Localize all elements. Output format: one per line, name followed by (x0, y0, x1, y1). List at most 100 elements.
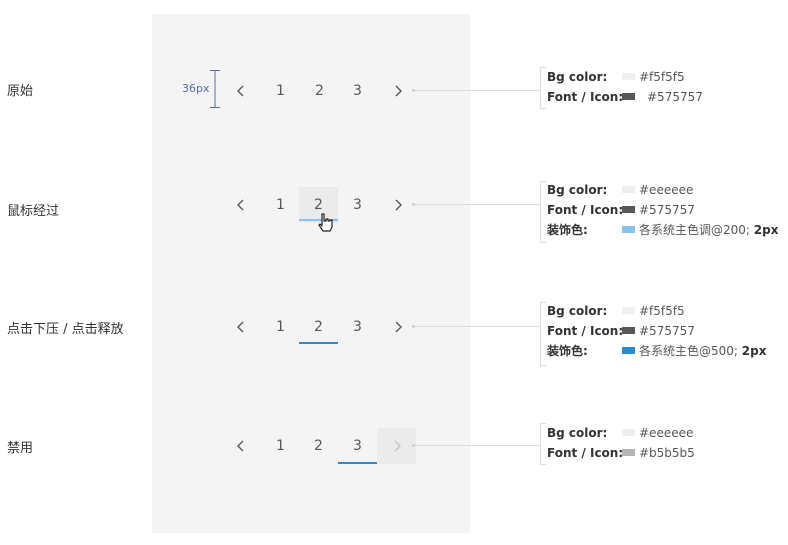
prev-page-button[interactable] (221, 73, 260, 109)
callout-dot (412, 203, 415, 206)
spec-row: Font / Icon: #575757 (547, 200, 778, 220)
color-swatch (622, 226, 635, 233)
spec-key: Font / Icon: (547, 90, 624, 104)
page-button-2[interactable]: 2 (314, 438, 323, 454)
color-swatch (622, 449, 635, 456)
spec-row: Font / Icon: #575757 (547, 321, 766, 341)
color-swatch (622, 73, 635, 80)
chevron-right-icon (394, 440, 401, 452)
spec-default: Bg color:#f5f5f5 Font / Icon: #575757 (547, 67, 703, 107)
spec-value: #575757 (639, 324, 695, 338)
spec-row: Bg color: #f5f5f5 (547, 301, 766, 321)
height-measure-label: 36px (182, 82, 210, 95)
chevron-right-icon (395, 85, 402, 97)
spec-bold-value: 2px (741, 344, 767, 358)
color-swatch (622, 307, 635, 314)
spec-value: #f5f5f5 (639, 70, 685, 84)
color-swatch (622, 327, 635, 334)
page-button-1[interactable]: 1 (276, 438, 285, 454)
callout-dot (412, 89, 415, 92)
chevron-left-icon (236, 440, 243, 452)
color-swatch (622, 429, 635, 436)
callout-line (415, 90, 540, 91)
spec-value: 各系统主色@500; (639, 344, 738, 358)
spec-key: Bg color: (547, 426, 608, 440)
prev-page-button[interactable] (221, 428, 260, 464)
hand-pointer-icon (318, 213, 333, 232)
spec-row: Font / Icon: #575757 (547, 87, 703, 107)
chevron-left-icon (236, 199, 243, 211)
pagination-hover: 1 2 3 (221, 187, 417, 232)
spec-value: #eeeeee (639, 183, 694, 197)
color-swatch (622, 347, 635, 354)
spec-key: Bg color: (547, 304, 608, 318)
spec-value: #eeeeee (639, 426, 694, 440)
chevron-right-icon (395, 321, 402, 333)
active-indicator-bar (338, 462, 377, 464)
next-page-button[interactable] (378, 309, 417, 345)
hover-indicator-bar (299, 219, 338, 221)
page-button-3[interactable]: 3 (353, 83, 362, 99)
spec-key: Bg color: (547, 183, 608, 197)
spec-hover: Bg color: #eeeeee Font / Icon: #575757 装饰色… (547, 180, 778, 240)
callout-bracket (540, 423, 546, 465)
prev-page-button[interactable] (221, 309, 260, 345)
height-measure: 36px (182, 70, 222, 110)
state-label-pressed: 点击下压 / 点击释放 (7, 322, 124, 337)
page-button-2[interactable]: 2 (315, 83, 324, 99)
callout-bracket (540, 67, 546, 109)
pagination-pressed: 1 2 3 (221, 309, 417, 345)
page-button-1[interactable]: 1 (276, 319, 285, 335)
state-label-disabled: 禁用 (7, 441, 34, 456)
pagination-default: 1 2 3 (221, 73, 417, 109)
measure-bracket-icon (210, 70, 220, 108)
page-button-1[interactable]: 1 (276, 83, 285, 99)
page-button-1[interactable]: 1 (276, 197, 285, 213)
pagination-disabled: 1 2 3 (221, 428, 417, 464)
callout-line (415, 445, 540, 446)
spec-value: #575757 (639, 203, 695, 217)
active-indicator-bar (299, 342, 338, 344)
spec-key: Font / Icon: (547, 324, 624, 338)
next-page-button-disabled (377, 428, 416, 464)
page-button-3[interactable]: 3 (353, 319, 362, 335)
page-button-3[interactable]: 3 (353, 197, 362, 213)
spec-row: 装饰色: 各系统主色@500; 2px (547, 341, 766, 361)
page-button-2-hover[interactable]: 2 (299, 187, 338, 223)
demo-panel (152, 14, 470, 533)
spec-key: Font / Icon: (547, 446, 624, 460)
spec-key: Font / Icon: (547, 203, 624, 217)
spec-row: 装饰色: 各系统主色调@200; 2px (547, 220, 778, 240)
state-label-hover: 鼠标经过 (7, 204, 60, 219)
spec-pressed: Bg color: #f5f5f5 Font / Icon: #575757 装饰色… (547, 301, 766, 361)
page-button-2-active[interactable]: 2 (314, 319, 323, 335)
callout-line (415, 326, 540, 327)
spec-key: 装饰色: (547, 223, 588, 237)
spec-row: Bg color: #eeeeee (547, 180, 778, 200)
spec-value: #f5f5f5 (639, 304, 685, 318)
state-label-default: 原始 (7, 84, 34, 99)
callout-dot (412, 325, 415, 328)
color-swatch (622, 206, 635, 213)
callout-dot (412, 444, 415, 447)
prev-page-button[interactable] (221, 187, 260, 223)
callout-bracket (540, 181, 546, 243)
spec-disabled: Bg color: #eeeeee Font / Icon: #b5b5b5 (547, 423, 695, 463)
chevron-left-icon (236, 85, 243, 97)
chevron-left-icon (236, 321, 243, 333)
color-swatch (622, 93, 635, 100)
spec-row: Bg color: #eeeeee (547, 423, 695, 443)
spec-value: 各系统主色调@200; (639, 223, 750, 237)
spec-key: 装饰色: (547, 344, 588, 358)
callout-bracket (540, 302, 546, 366)
spec-value: #575757 (647, 90, 703, 104)
page-button-3-active[interactable]: 3 (353, 438, 362, 454)
callout-line (415, 204, 540, 205)
next-page-button[interactable] (378, 73, 417, 109)
chevron-right-icon (395, 199, 402, 211)
spec-value: #b5b5b5 (639, 446, 695, 460)
color-swatch (622, 186, 635, 193)
next-page-button[interactable] (378, 187, 417, 223)
spec-bold-value: 2px (753, 223, 779, 237)
spec-row: Bg color:#f5f5f5 (547, 67, 703, 87)
